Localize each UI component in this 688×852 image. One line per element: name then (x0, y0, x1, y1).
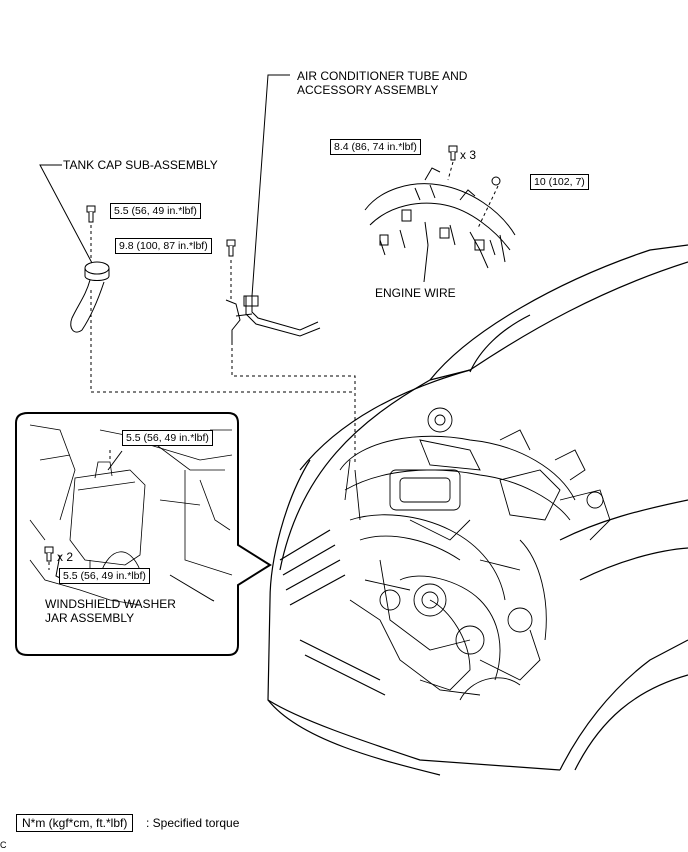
ac-tube-part (225, 74, 356, 465)
ac-tube-label-line2: ACCESSORY ASSEMBLY (297, 83, 439, 97)
washer-jar-label-line1: WINDSHIELD WASHER (45, 597, 176, 611)
corner-mark: C (0, 840, 7, 850)
legend-unit-box: N*m (kgf*cm, ft.*lbf) (16, 814, 134, 832)
inset-frame (15, 412, 272, 656)
multiplier-washer-jar-bolt: x 2 (57, 550, 74, 564)
torque-engine-wire-nut: 10 (102, 7) (530, 174, 589, 190)
tank-cap-part (39, 164, 355, 393)
engine-wire-label: ENGINE WIRE (375, 286, 456, 300)
torque-washer-jar-top: 5.5 (56, 49 in.*lbf) (122, 430, 213, 446)
engine-assembly (339, 407, 611, 701)
ac-tube-label: AIR CONDITIONER TUBE AND ACCESSORY ASSEM… (297, 69, 467, 97)
bolt-icons (44, 145, 501, 562)
torque-washer-jar-bottom: 5.5 (56, 49 in.*lbf) (59, 568, 150, 584)
torque-tank-cap-bolt: 5.5 (56, 49 in.*lbf) (110, 203, 201, 219)
ac-tube-label-line1: AIR CONDITIONER TUBE AND (297, 69, 468, 83)
washer-jar-scene (29, 424, 233, 606)
engine-wire-part (364, 167, 516, 283)
legend-description: : Specified torque (146, 816, 240, 830)
vehicle-outline (267, 244, 688, 776)
torque-engine-wire-bolt: 8.4 (86, 74 in.*lbf) (330, 139, 421, 155)
washer-jar-label: WINDSHIELD WASHER JAR ASSEMBLY (45, 597, 176, 625)
multiplier-engine-wire-bolt: x 3 (460, 148, 477, 162)
tank-cap-label: TANK CAP SUB-ASSEMBLY (63, 158, 218, 172)
torque-ac-tube-bolt: 9.8 (100, 87 in.*lbf) (115, 238, 212, 254)
washer-jar-label-line2: JAR ASSEMBLY (45, 611, 135, 625)
